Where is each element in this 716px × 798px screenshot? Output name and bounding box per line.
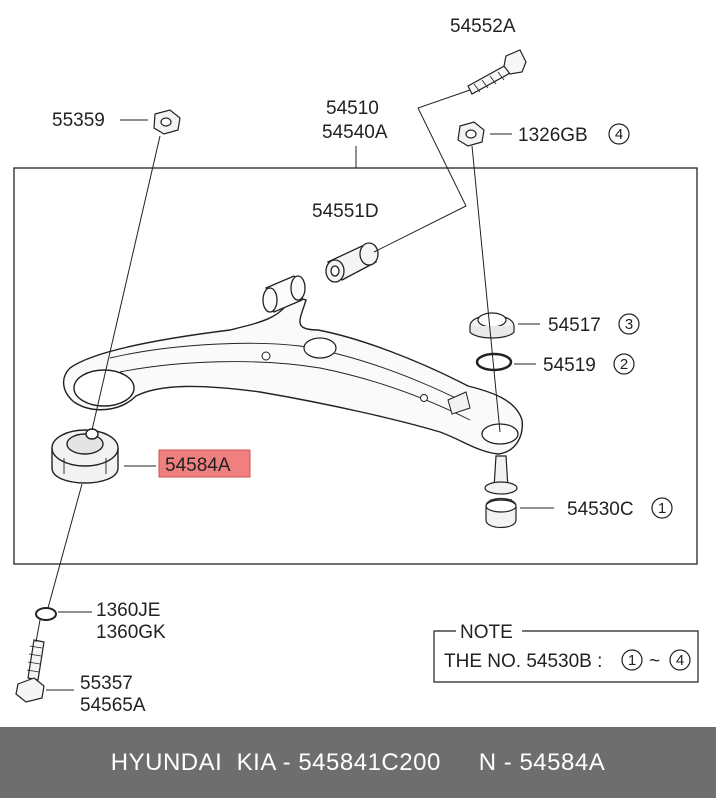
label-54519: 54519 xyxy=(543,355,596,376)
arm-small-hole-2 xyxy=(420,394,428,402)
label-54551d: 54551D xyxy=(312,201,379,222)
ref-3: 3 xyxy=(625,316,633,333)
note-box: NOTE THE NO. 54530B : 1 ~ 4 xyxy=(433,622,699,683)
note-tilde: ~ xyxy=(649,651,660,672)
parts-diagram: 54552A 55359 54510 54540A 1326GB 4 54551… xyxy=(13,16,699,716)
label-55359: 55359 xyxy=(52,110,105,131)
ref-1: 1 xyxy=(658,500,666,517)
ref-circle-2 xyxy=(613,353,635,375)
bushing-54584a xyxy=(51,428,119,484)
ref-4: 4 xyxy=(615,126,623,143)
ref-circle-3 xyxy=(618,313,640,335)
note-text: THE NO. 54530B : xyxy=(444,651,602,672)
label-54540a: 54540A xyxy=(322,122,388,143)
label-54552a: 54552A xyxy=(450,16,516,37)
footer-brand-code: HYUNDAI KIA - 545841C200 xyxy=(110,748,441,776)
washer-1360je xyxy=(35,607,57,621)
label-54530c: 54530C xyxy=(567,499,634,520)
bolt-54552a xyxy=(467,49,527,95)
bushing-54551d xyxy=(325,242,379,283)
label-1360gk: 1360GK xyxy=(96,622,166,643)
arm-center-hole xyxy=(303,337,337,359)
ref-circle-4 xyxy=(608,123,630,145)
label-55357: 55357 xyxy=(80,673,133,694)
note-title: NOTE xyxy=(460,622,513,643)
note-ref-circle-to xyxy=(669,649,691,671)
lower-control-arm xyxy=(63,295,523,455)
arm-front-sleeve xyxy=(262,275,306,313)
footer-part-number: N - 54584A xyxy=(478,748,606,776)
arm-bush-hole xyxy=(73,369,135,407)
highlight-54584a xyxy=(158,449,251,478)
ball-joint-54530c xyxy=(484,455,518,529)
note-ref-to: 4 xyxy=(676,652,684,669)
note-ref-from: 1 xyxy=(628,652,636,669)
leader-lines xyxy=(35,89,554,691)
label-54584a: 54584A xyxy=(165,455,231,476)
label-54510: 54510 xyxy=(326,98,379,119)
label-1360je: 1360JE xyxy=(96,600,160,621)
label-54565a: 54565A xyxy=(80,695,146,716)
ref-2: 2 xyxy=(620,356,628,373)
footer-banner: HYUNDAI KIA - 545841C200 N - 54584A xyxy=(0,727,716,798)
note-ref-circle-from xyxy=(621,649,643,671)
dust-seal-54517 xyxy=(469,312,515,339)
label-1326gb: 1326GB xyxy=(518,125,588,146)
arm-rib xyxy=(447,391,471,415)
ref-circle-1 xyxy=(651,497,673,519)
bolt-55357 xyxy=(15,639,45,703)
arm-balljoint-hole xyxy=(481,423,519,445)
label-54517: 54517 xyxy=(548,315,601,336)
nut-55359 xyxy=(153,109,181,135)
arm-small-hole xyxy=(261,351,271,361)
nut-1326gb xyxy=(457,121,485,147)
